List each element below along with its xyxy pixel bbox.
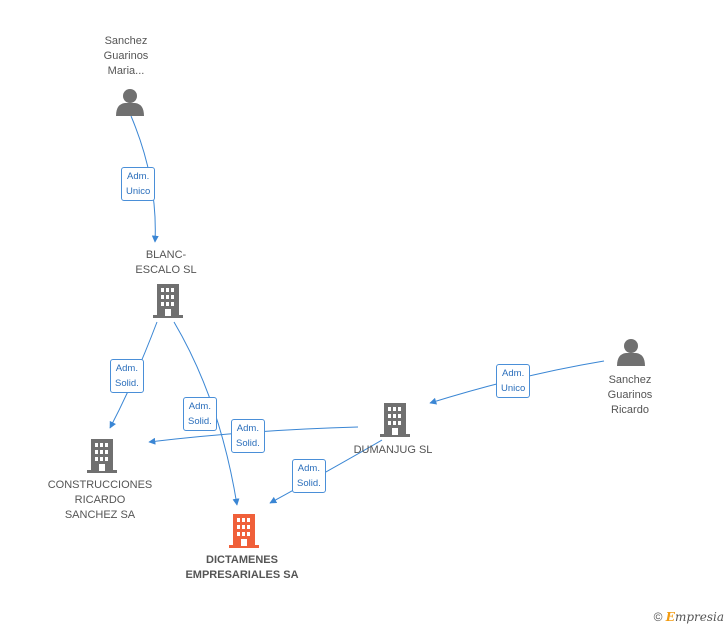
node-label-dumanjug[interactable]: DUMANJUG SL xyxy=(353,444,433,456)
brand-logo: © Empresia xyxy=(654,610,724,624)
node-label-dictamenes[interactable]: DICTAMENES EMPRESARIALES SA xyxy=(185,554,299,581)
node-label-construcciones[interactable]: CONSTRUCCIONES RICARDO SANCHEZ SA xyxy=(47,479,153,521)
brand-name: mpresia xyxy=(674,610,724,624)
edge-label-dumanjug-dictamenes[interactable]: Adm. Solid. xyxy=(292,459,326,493)
edge-label-p2-dumanjug[interactable]: Adm. Unico xyxy=(496,364,531,398)
building-icon[interactable] xyxy=(153,284,183,318)
edge-dumanjug-dictamenes xyxy=(269,439,383,504)
building-icon[interactable] xyxy=(380,403,410,437)
node-label-p1[interactable]: Sanchez Guarinos Maria... xyxy=(103,35,149,77)
brand-mark: E xyxy=(665,610,675,624)
building-icon[interactable] xyxy=(87,439,117,473)
node-label-p2[interactable]: Sanchez Guarinos Ricardo xyxy=(607,374,653,416)
person-icon[interactable] xyxy=(116,89,144,116)
edge-label-dumanjug-construcciones[interactable]: Adm. Solid. xyxy=(231,419,265,453)
node-label-blanc[interactable]: BLANC- ESCALO SL xyxy=(135,249,197,276)
building-icon-main[interactable] xyxy=(229,514,259,548)
edge-label-p1-blanc[interactable]: Adm. Unico xyxy=(121,167,156,201)
edge-label-blanc-construcciones[interactable]: Adm. Solid. xyxy=(110,359,144,393)
copyright-icon: © xyxy=(653,610,663,624)
person-icon[interactable] xyxy=(617,339,645,366)
edge-label-blanc-dictamenes[interactable]: Adm. Solid. xyxy=(183,397,217,431)
